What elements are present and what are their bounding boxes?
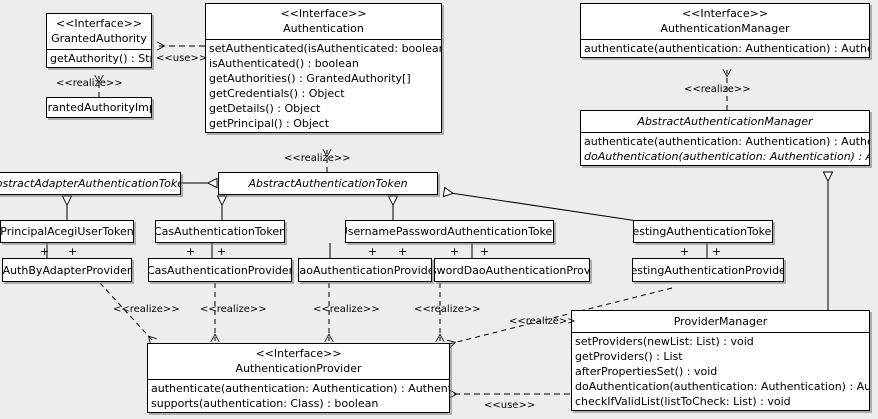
class-name: TestingAuthenticationProvider <box>632 263 784 277</box>
operation: authenticate(authentication: Authenticat… <box>151 382 450 395</box>
operation: getAuthority() : String <box>50 52 151 65</box>
association-multiplicity: + <box>68 245 78 258</box>
edge-label-use-authentication-grantedauthority: <<use>> <box>156 53 208 64</box>
class-cas-authentication-provider[interactable]: CasAuthenticationProvider <box>148 258 292 282</box>
class-name: ProviderManager <box>673 315 768 328</box>
class-name: UsernamePasswordAuthenticationToken <box>345 225 554 238</box>
operation: supports(authentication: Class) : boolea… <box>151 397 379 410</box>
class-granted-authority-impl[interactable]: GrantedAuthorityImpl <box>46 97 152 118</box>
edge-label-realize-authbyadapterprovider: <<realize>> <box>113 304 180 315</box>
class-name: TestingAuthenticationToken <box>633 225 773 238</box>
class-provider-manager[interactable]: ProviderManager setProviders(newList: Li… <box>571 310 870 411</box>
class-name: DaoAuthenticationProvider <box>298 263 432 277</box>
edge-testingauthenticationtoken-extends-abstracttoken <box>444 192 639 222</box>
operation: getAuthorities() : GrantedAuthority[] <box>209 72 411 85</box>
association-multiplicity: + <box>398 245 408 258</box>
association-multiplicity: + <box>450 245 460 258</box>
operation: afterPropertiesSet() : void <box>575 365 718 378</box>
operations-compartment: authenticate(authentication: Authenticat… <box>148 379 449 412</box>
class-name: AbstractAuthenticationManager <box>637 115 813 128</box>
class-authentication-provider[interactable]: <<Interface>> AuthenticationProvider aut… <box>147 343 450 413</box>
class-header: <<Interface>> GrantedAuthority <box>47 14 151 49</box>
class-testing-authentication-token[interactable]: TestingAuthenticationToken <box>633 220 773 243</box>
class-name: AuthByAdapterProvider <box>2 263 132 277</box>
class-name: AuthenticationManager <box>660 22 790 35</box>
operation: getPrincipal() : Object <box>209 117 330 130</box>
class-abstract-authentication-token[interactable]: AbstractAuthenticationToken <box>218 172 438 195</box>
operations-compartment: getAuthority() : String <box>47 49 151 67</box>
class-name: Authentication <box>283 22 364 35</box>
class-abstract-authentication-manager[interactable]: AbstractAuthenticationManager authentica… <box>580 110 870 166</box>
operation: authenticate(authentication: Authenticat… <box>584 135 869 148</box>
operations-compartment: authenticate(authentication: Authenticat… <box>581 132 869 165</box>
edge-label-realize-grantedauthorityimpl: <<realize>> <box>56 78 123 89</box>
association-multiplicity: + <box>186 245 196 258</box>
class-authentication[interactable]: <<Interface>> Authentication setAuthenti… <box>205 3 442 133</box>
class-granted-authority[interactable]: <<Interface>> GrantedAuthority getAuthor… <box>46 13 152 68</box>
class-principal-acegi-user-token[interactable]: PrincipalAcegiUserToken <box>0 220 134 243</box>
association-multiplicity: + <box>680 245 690 258</box>
class-header: ProviderManager <box>572 311 869 332</box>
operation: doAuthentication(authentication: Authent… <box>575 380 869 393</box>
edge-label-realize-abstractauthenticationtoken: <<realize>> <box>284 153 351 164</box>
class-auth-by-adapter-provider[interactable]: AuthByAdapterProvider <box>2 258 132 282</box>
class-authentication-manager[interactable]: <<Interface>> AuthenticationManager auth… <box>580 3 870 58</box>
association-multiplicity: + <box>368 245 378 258</box>
edge-label-realize-abstractauthenticationmanager: <<realize>> <box>684 84 751 95</box>
edge-label-realize-daoauthenticationprovider: <<realize>> <box>313 304 380 315</box>
association-multiplicity: + <box>217 245 227 258</box>
operations-compartment: setAuthenticated(isAuthenticated: boolea… <box>206 39 441 132</box>
association-multiplicity: + <box>712 245 722 258</box>
class-name: AbstractAuthenticationToken <box>248 177 408 190</box>
edge-label-realize-passworddaoauthenticationprovider: <<realize>> <box>414 304 481 315</box>
class-username-password-authentication-token[interactable]: UsernamePasswordAuthenticationToken <box>345 220 554 243</box>
class-cas-authentication-token[interactable]: CasAuthenticationToken <box>155 220 285 243</box>
operation: checkIfValidList(listToCheck: List) : vo… <box>575 395 791 408</box>
operation: authenticate(authentication: Authenticat… <box>584 42 869 55</box>
operations-compartment: authenticate(authentication: Authenticat… <box>581 39 869 57</box>
class-header: AbstractAuthenticationManager <box>581 111 869 132</box>
edge-label-use-providermanager: <<use>> <box>484 400 536 411</box>
class-header: <<Interface>> Authentication <box>206 4 441 39</box>
association-multiplicity: + <box>480 245 490 258</box>
class-name: GrantedAuthority <box>51 32 147 45</box>
operation: doAuthentication(authentication: Authent… <box>584 150 869 163</box>
stereotype-label: <<Interface>> <box>681 7 769 20</box>
operation: getCredentials() : Object <box>209 87 345 100</box>
class-name: PasswordDaoAuthenticationProvider <box>435 263 590 277</box>
class-name: CasAuthenticationToken <box>155 225 285 238</box>
operation: getProviders() : List <box>575 350 683 363</box>
stereotype-label: <<Interface>> <box>255 347 342 360</box>
stereotype-label: <<Interface>> <box>280 7 367 20</box>
operation: setProviders(newList: List) : void <box>575 335 754 348</box>
class-dao-authentication-provider[interactable]: DaoAuthenticationProvider <box>298 258 432 282</box>
edge-label-realize-testingauthenticationprovider: <<realize>> <box>509 316 576 327</box>
class-name: GrantedAuthorityImpl <box>47 101 151 114</box>
class-header: <<Interface>> AuthenticationManager <box>581 4 869 39</box>
edge-label-realize-casauthenticationprovider: <<realize>> <box>200 304 267 315</box>
class-abstract-adapter-authentication-token[interactable]: AbstractAdapterAuthenticationToken <box>0 172 181 195</box>
class-name: AbstractAdapterAuthenticationToken <box>0 177 180 190</box>
class-header: <<Interface>> AuthenticationProvider <box>148 344 449 379</box>
class-password-dao-authentication-provider[interactable]: PasswordDaoAuthenticationProvider <box>434 258 590 282</box>
class-name: PrincipalAcegiUserToken <box>0 225 134 238</box>
class-testing-authentication-provider[interactable]: TestingAuthenticationProvider <box>632 258 784 282</box>
operation: getDetails() : Object <box>209 102 321 115</box>
class-name: AuthenticationProvider <box>235 362 362 375</box>
operation: setAuthenticated(isAuthenticated: boolea… <box>209 42 441 55</box>
operation: isAuthenticated() : boolean <box>209 57 359 70</box>
operations-compartment: setProviders(newList: List) : void getPr… <box>572 332 869 410</box>
association-multiplicity: + <box>40 245 50 258</box>
class-name: CasAuthenticationProvider <box>148 263 292 277</box>
stereotype-label: <<Interface>> <box>55 17 143 30</box>
